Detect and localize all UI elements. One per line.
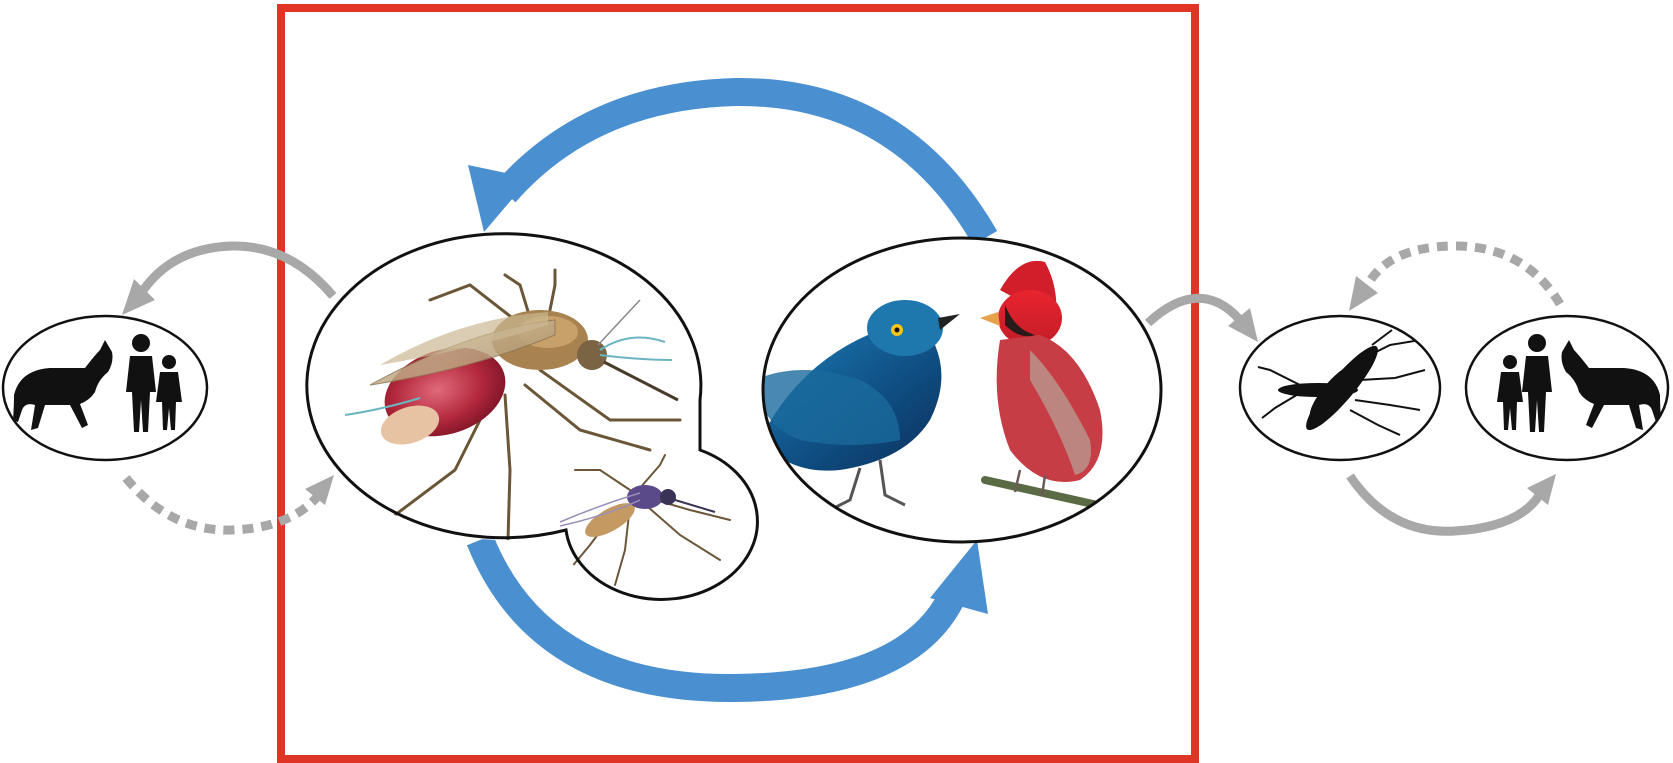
birds-ellipse	[755, 238, 1161, 542]
arrow-vector-to-hosts	[1350, 474, 1556, 531]
right-hosts-ellipse	[1466, 316, 1668, 460]
mosquito-bubble	[300, 230, 760, 600]
arrow-hosts-to-vector-dashed	[1349, 246, 1560, 311]
arrow-birds-to-mosquito	[468, 92, 985, 238]
arrow-birds-to-vector	[1148, 298, 1258, 342]
arrow-left-dashed	[126, 475, 334, 530]
arrow-mosquito-to-birds	[480, 540, 988, 688]
vector-ellipse	[1240, 316, 1440, 460]
arrow-left-solid	[122, 246, 333, 315]
left-hosts-ellipse	[3, 316, 207, 460]
